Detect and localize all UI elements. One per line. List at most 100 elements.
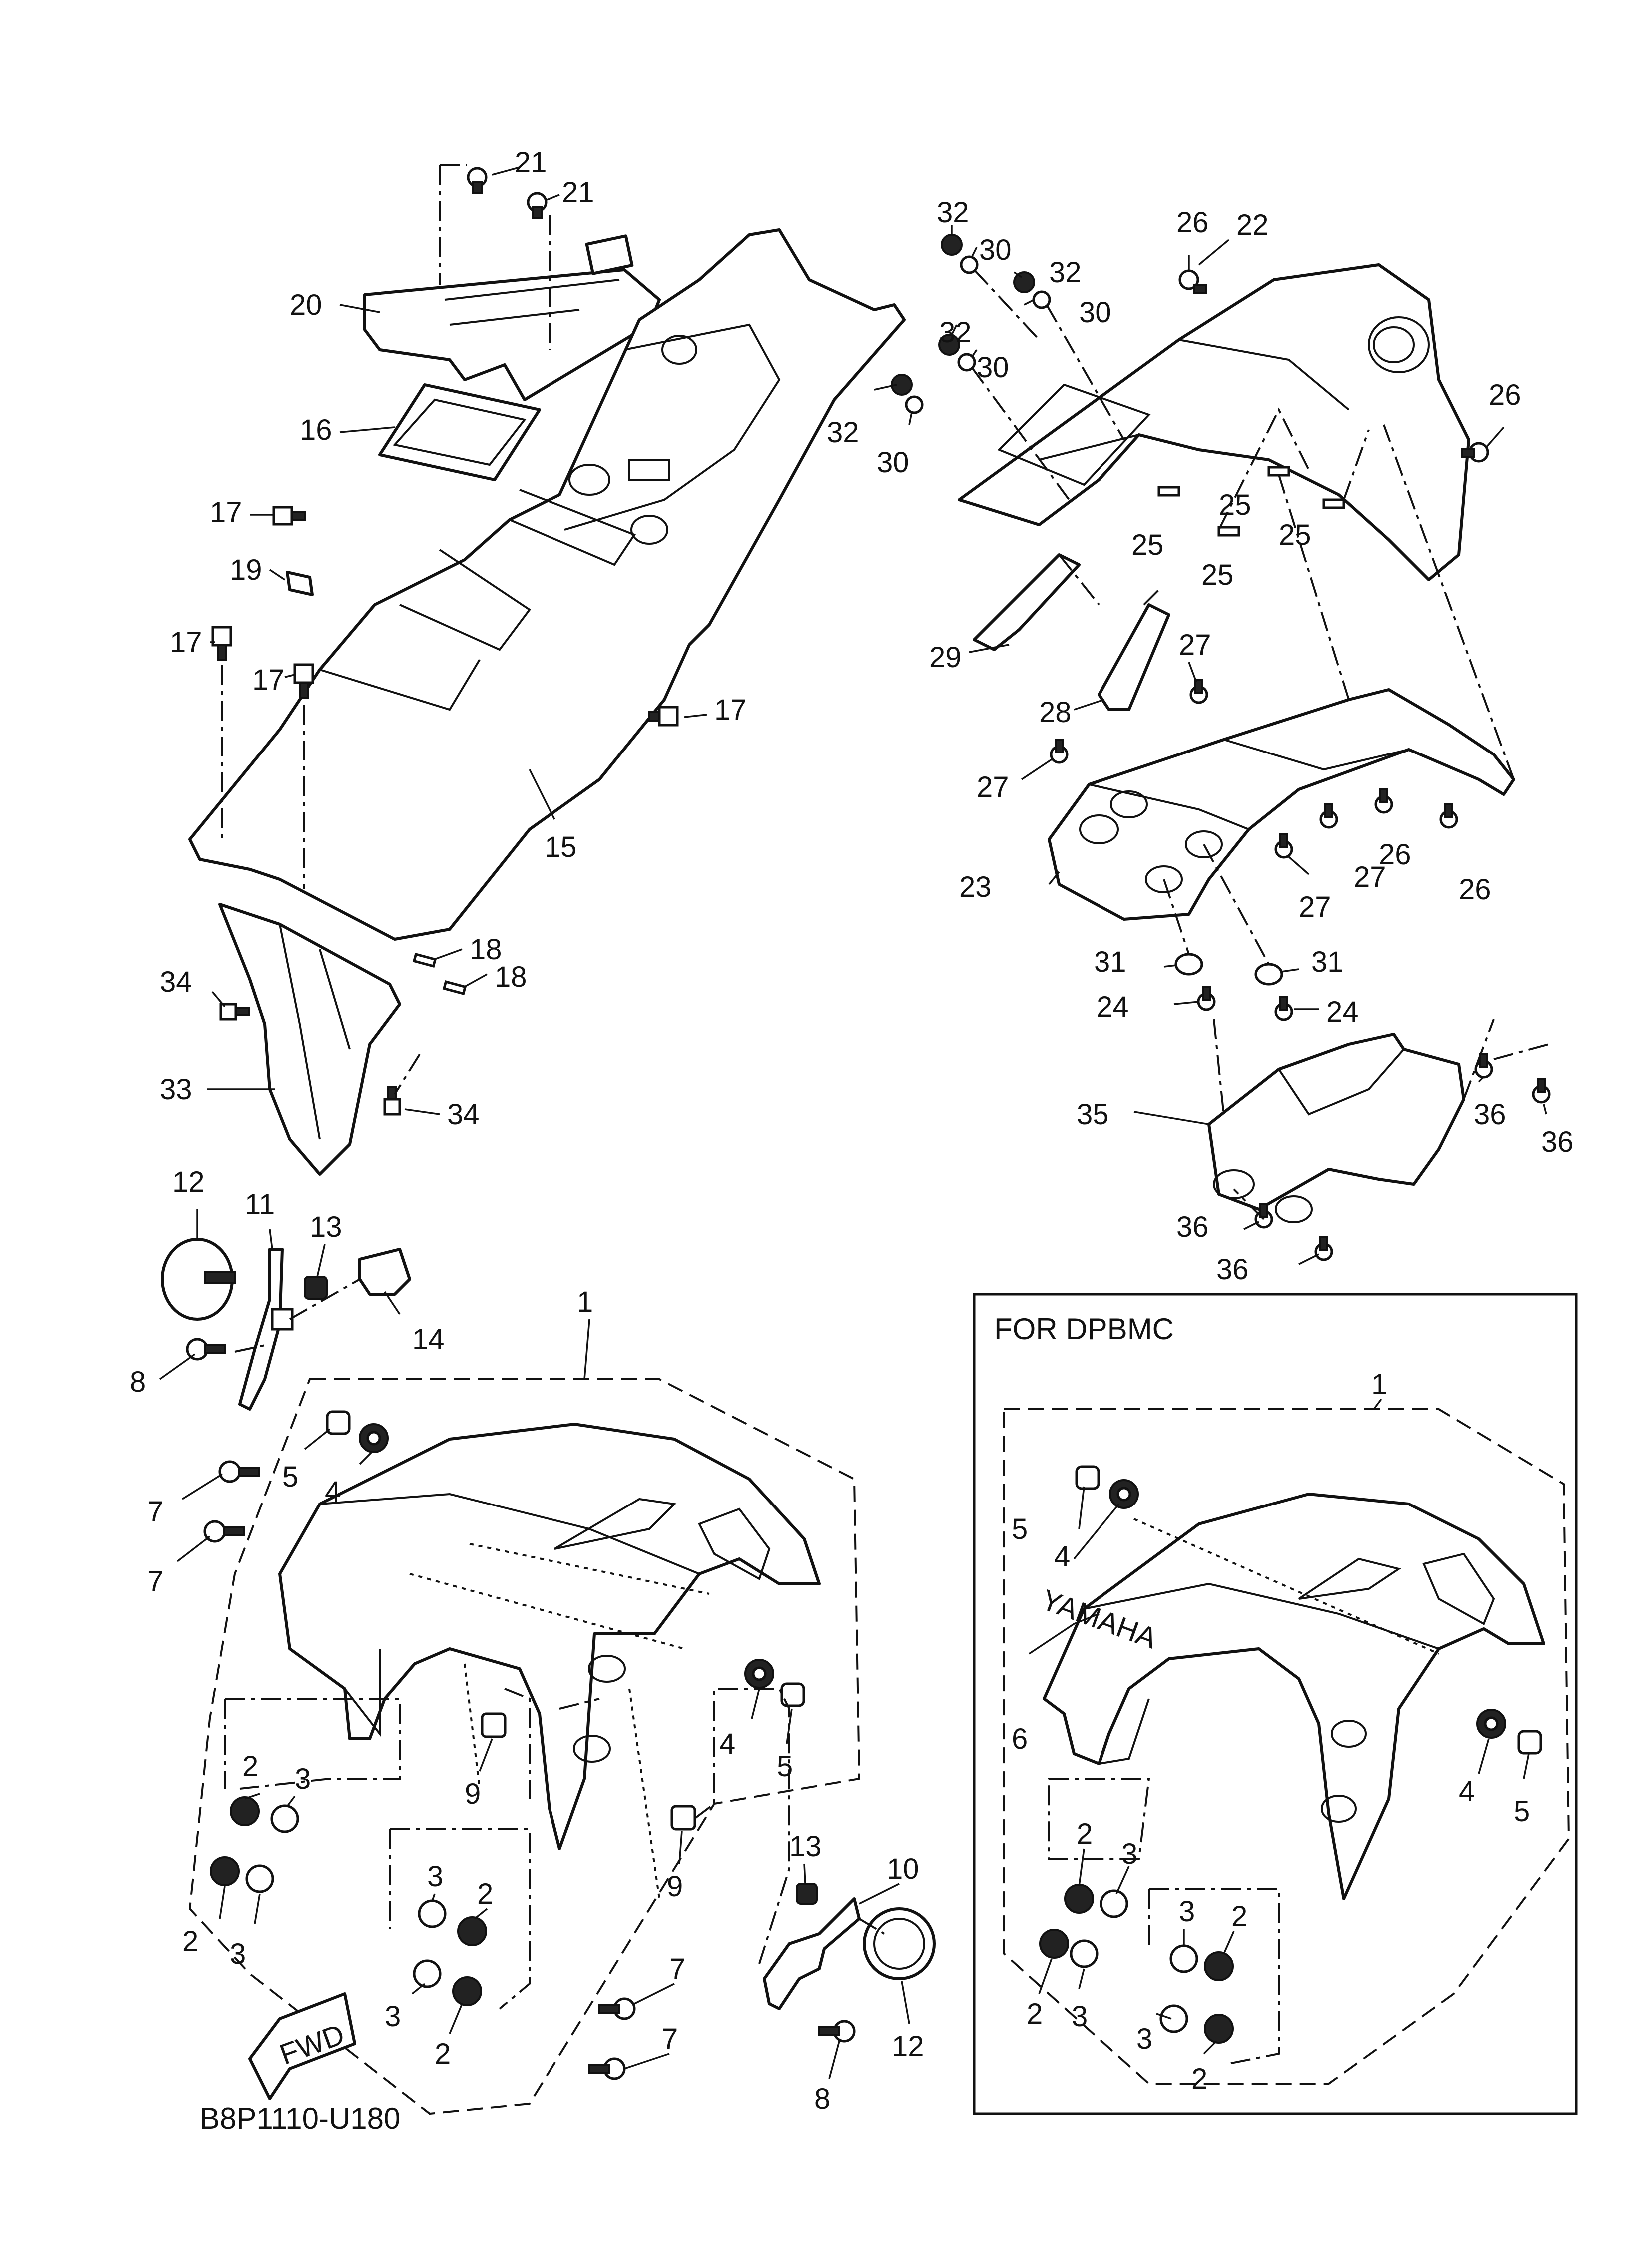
collar-3f [1070,1939,1099,1968]
callout-36a: 36 [1474,1098,1506,1131]
callout-5b: 5 [777,1750,793,1783]
callout-30c: 30 [977,351,1009,384]
dpbmc-inset: YAMAHA [973,1293,1578,2115]
screw-36b [1532,1078,1551,1104]
nut-13b [796,1883,818,1905]
screw-27c [1274,833,1293,859]
part-1-front-fender [278,1423,821,1850]
grommet-4c [1109,1479,1139,1509]
callout-8b: 8 [814,2083,830,2115]
nut-32a [941,234,963,256]
callout-9b: 9 [667,1870,683,1903]
clip-25a [1157,486,1180,497]
part-10-bracket [763,1897,861,2010]
callout-35: 35 [1077,1098,1109,1131]
callout-34a: 34 [160,966,192,998]
callout-7c: 7 [669,1953,685,1985]
callout-26d: 26 [1459,873,1491,906]
callout-28: 28 [1039,696,1072,729]
callout-7d: 7 [662,2023,678,2055]
callout-17d: 17 [714,694,747,726]
nut-9b [670,1805,696,1831]
callout-31a: 31 [1094,946,1126,978]
screw-24a [1197,986,1216,1011]
callout-18a: 18 [470,933,502,966]
callout-2d: 2 [435,2038,451,2070]
callout-36c: 36 [1176,1211,1209,1243]
callout-12b: 12 [892,2030,924,2063]
fender-outline-frame-1b [1003,1408,1570,2085]
callout-25b: 25 [1279,519,1311,551]
callout-17a: 17 [210,496,242,529]
bolt-17c [293,663,314,699]
callout-31b: 31 [1311,946,1344,978]
collar-3b [245,1864,274,1893]
leader-lines [159,166,1547,2079]
callout-32d: 32 [827,416,859,449]
part-29-bracket [973,553,1081,651]
callout-13b: 13 [789,1830,822,1863]
screw-21b [527,192,548,219]
callout-17b: 17 [170,626,202,659]
bolt-8a [186,1338,226,1361]
callout-32b: 32 [1049,256,1082,289]
part-19-block [286,571,314,596]
collar-3a [270,1804,299,1833]
collar-3g [1169,1944,1198,1973]
callout-6: 6 [1012,1723,1028,1755]
screw-24b [1274,996,1293,1021]
callout-8a: 8 [130,1366,146,1398]
part-11-bracket [238,1248,284,1411]
part-33-mudflap [218,903,401,1176]
callout-3c: 3 [427,1860,443,1893]
rear-fender-assembly [188,164,906,1176]
part-15-frame [188,228,906,941]
callout-11: 11 [245,1188,275,1221]
callout-25c: 25 [1131,529,1164,561]
callout-18b: 18 [495,961,527,993]
callout-19: 19 [230,554,262,586]
callout-7a: 7 [147,1496,163,1528]
callout-27b: 27 [977,771,1009,803]
callout-4d: 4 [1459,1775,1475,1808]
callout-36b: 36 [1541,1126,1574,1158]
collar-5a [326,1410,351,1435]
clip-18b [442,980,467,995]
front-fender-assembly: FWD [188,1378,936,2115]
clip-25b [1217,526,1240,537]
callout-4a: 4 [325,1476,341,1508]
collar-3h [1159,2004,1188,2033]
bolt-17a [272,506,306,526]
callout-3h: 3 [1136,2023,1152,2055]
callout-22: 22 [1236,209,1269,241]
inset-title: FOR DPBMC [994,1312,1174,1346]
callout-3e: 3 [1121,1838,1137,1870]
callout-25a: 25 [1219,489,1251,521]
reflector-bracket-assembly [161,1238,411,1411]
screw-26a [1178,269,1207,294]
part-23-subframe [1048,688,1515,921]
callout-14: 14 [412,1323,445,1356]
grommet-31b [1254,963,1283,986]
collar-3e [1100,1889,1128,1918]
fender-outline-frame-1a [188,1378,861,2115]
callout-labels: 21 21 20 16 17 19 17 17 17 15 18 18 34 3… [130,146,1574,2115]
callout-2b: 2 [182,1925,198,1958]
screw-27a [1189,679,1208,704]
screw-26d [1439,803,1458,829]
clip-18a [412,953,437,968]
callout-32c: 32 [939,316,972,349]
callout-5c: 5 [1012,1513,1028,1545]
callout-36d: 36 [1216,1253,1249,1286]
part-14-clamp [358,1248,411,1296]
callout-27d: 27 [1299,891,1331,923]
callout-27c: 27 [1354,861,1386,893]
washer-30a [960,255,979,274]
callout-24a: 24 [1097,991,1129,1023]
callout-2a: 2 [242,1750,258,1783]
callout-30b: 30 [1079,296,1111,329]
callout-17c: 17 [252,664,285,696]
grommet-2c [457,1916,487,1946]
callout-1b: 1 [1371,1368,1387,1401]
